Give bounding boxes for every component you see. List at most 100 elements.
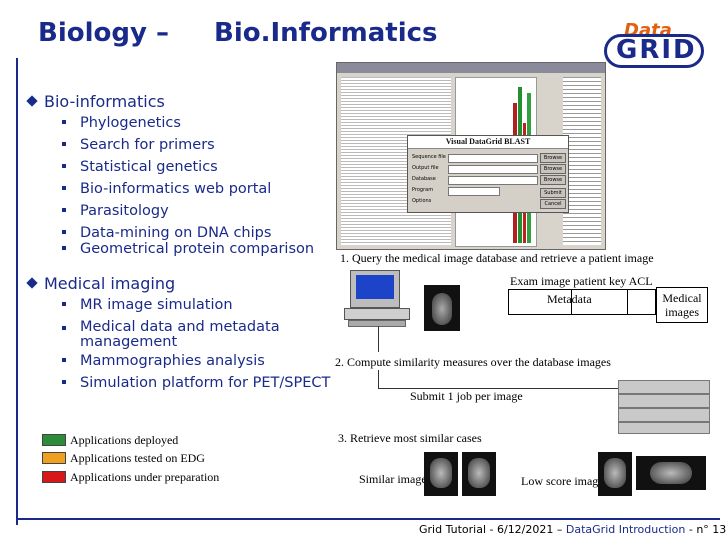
- footer-suffix: - n° 13: [685, 523, 726, 536]
- scan-shape: [650, 462, 692, 484]
- form-label: Options: [412, 198, 432, 204]
- footer-highlight: DataGrid Introduction: [565, 523, 686, 536]
- step3-label: 3. Retrieve most similar cases: [338, 431, 482, 445]
- submit-label: Submit 1 job per image: [410, 389, 523, 403]
- page-title-right: Bio.Informatics: [214, 18, 438, 48]
- browse-button[interactable]: Browse: [540, 175, 566, 185]
- cancel-button[interactable]: Cancel: [540, 199, 566, 209]
- list-item: MR image simulation: [62, 298, 233, 313]
- list-item-label: Medical data and metadata management: [80, 319, 280, 350]
- table-divider: [571, 290, 572, 314]
- legend-label: Applications under preparation: [70, 469, 220, 484]
- logo-oval: [604, 34, 704, 68]
- square-bullet-icon: [62, 230, 66, 234]
- legend-item: Applications deployed: [42, 431, 178, 449]
- list-item: Medical data and metadata management: [62, 320, 292, 350]
- square-bullet-icon: [62, 164, 66, 168]
- list-item: Mammographies analysis: [62, 354, 265, 369]
- exam-header: Exam image patient key ACL: [510, 274, 653, 288]
- server-unit: [618, 408, 710, 422]
- section-label: Medical imaging: [44, 274, 176, 293]
- square-bullet-icon: [62, 358, 66, 362]
- legend-item: Applications tested on EDG: [42, 449, 205, 467]
- scan-shape: [430, 458, 452, 488]
- keyboard-icon: [348, 320, 406, 327]
- list-item-label: Parasitology: [80, 203, 169, 219]
- medical-images-line2: images: [665, 305, 699, 319]
- patient-image: [424, 285, 460, 331]
- list-item-label: Data-mining on DNA chips: [80, 225, 272, 241]
- list-item-label: Geometrical protein comparison: [80, 241, 315, 257]
- square-bullet-icon: [62, 120, 66, 124]
- form-label: Output file: [412, 165, 439, 171]
- legend-swatch-green: [42, 434, 66, 446]
- legend-label: Applications tested on EDG: [70, 450, 205, 465]
- legend-swatch-orange: [42, 452, 66, 464]
- low-score-image-1: [598, 452, 632, 496]
- server-rack-icon: [618, 380, 710, 434]
- metadata-table: [508, 289, 656, 315]
- browse-button[interactable]: Browse: [540, 153, 566, 163]
- footer-divider: [16, 518, 720, 520]
- step1-label: 1. Query the medical image database and …: [340, 251, 654, 265]
- window-titlebar: [337, 63, 605, 73]
- similar-images-label: Similar images: [359, 472, 432, 486]
- list-item-label: Phylogenetics: [80, 115, 181, 131]
- output-input[interactable]: [448, 165, 538, 174]
- server-unit: [618, 380, 710, 394]
- screen: [356, 275, 394, 299]
- diamond-bullet-icon: [26, 277, 38, 289]
- list-item-label: Simulation platform for PET/SPECT: [80, 375, 331, 391]
- database-input[interactable]: [448, 176, 538, 185]
- list-item: Statistical genetics: [62, 160, 218, 175]
- similar-image-2: [462, 452, 496, 496]
- dialog-labels: Sequence file Output file Database Progr…: [412, 152, 446, 207]
- list-item-label: Bio-informatics web portal: [80, 181, 272, 197]
- legend-swatch-red: [42, 471, 66, 483]
- list-item-label: Search for primers: [80, 137, 215, 153]
- sequence-input[interactable]: [448, 154, 538, 163]
- blast-app-screenshot: Visual DataGrid BLAST Sequence file Outp…: [336, 62, 606, 250]
- list-item: Simulation platform for PET/SPECT: [62, 376, 330, 391]
- list-item-label: Statistical genetics: [80, 159, 218, 175]
- table-divider: [627, 290, 628, 314]
- browse-button[interactable]: Browse: [540, 164, 566, 174]
- connector-line: [378, 370, 379, 388]
- section-medical-imaging: Medical imaging: [26, 274, 176, 293]
- footer-prefix: Grid Tutorial - 6/12/2021 –: [419, 523, 566, 536]
- list-item: Phylogenetics: [62, 116, 181, 131]
- server-unit: [618, 422, 710, 434]
- list-item-label: Mammographies analysis: [80, 353, 265, 369]
- page-title-left: Biology –: [38, 18, 169, 48]
- square-bullet-icon: [62, 142, 66, 146]
- program-select[interactable]: [448, 187, 500, 196]
- connector-line: [378, 388, 618, 389]
- list-item-label: MR image simulation: [80, 297, 233, 313]
- pc-case: [344, 308, 410, 320]
- legend-label: Applications deployed: [70, 432, 179, 447]
- scan-shape: [468, 458, 490, 488]
- form-label: Database: [412, 176, 436, 182]
- result-list: [563, 77, 601, 245]
- step2-label: 2. Compute similarity measures over the …: [335, 355, 611, 369]
- workstation-icon: [344, 270, 414, 327]
- server-unit: [618, 394, 710, 408]
- list-item: Geometrical protein comparison: [62, 242, 314, 257]
- list-item: Search for primers: [62, 138, 215, 153]
- logo-grid-text: GRID: [616, 35, 697, 65]
- list-item: Bio-informatics web portal: [62, 182, 271, 197]
- datagrid-logo: Data GRID: [604, 20, 706, 70]
- form-label: Program: [412, 187, 434, 193]
- submit-button[interactable]: Submit: [540, 188, 566, 198]
- medical-images-box: Medical images: [656, 287, 708, 323]
- blast-dialog: Visual DataGrid BLAST Sequence file Outp…: [407, 135, 569, 213]
- similar-image-1: [424, 452, 458, 496]
- medical-images-line1: Medical: [662, 291, 702, 305]
- square-bullet-icon: [62, 208, 66, 212]
- square-bullet-icon: [62, 326, 66, 330]
- section-label: Bio-informatics: [44, 92, 165, 111]
- low-score-image-2: [636, 456, 706, 490]
- list-item: Data-mining on DNA chips: [62, 226, 271, 241]
- scan-shape: [604, 458, 626, 488]
- section-bioinformatics: Bio-informatics: [26, 92, 165, 111]
